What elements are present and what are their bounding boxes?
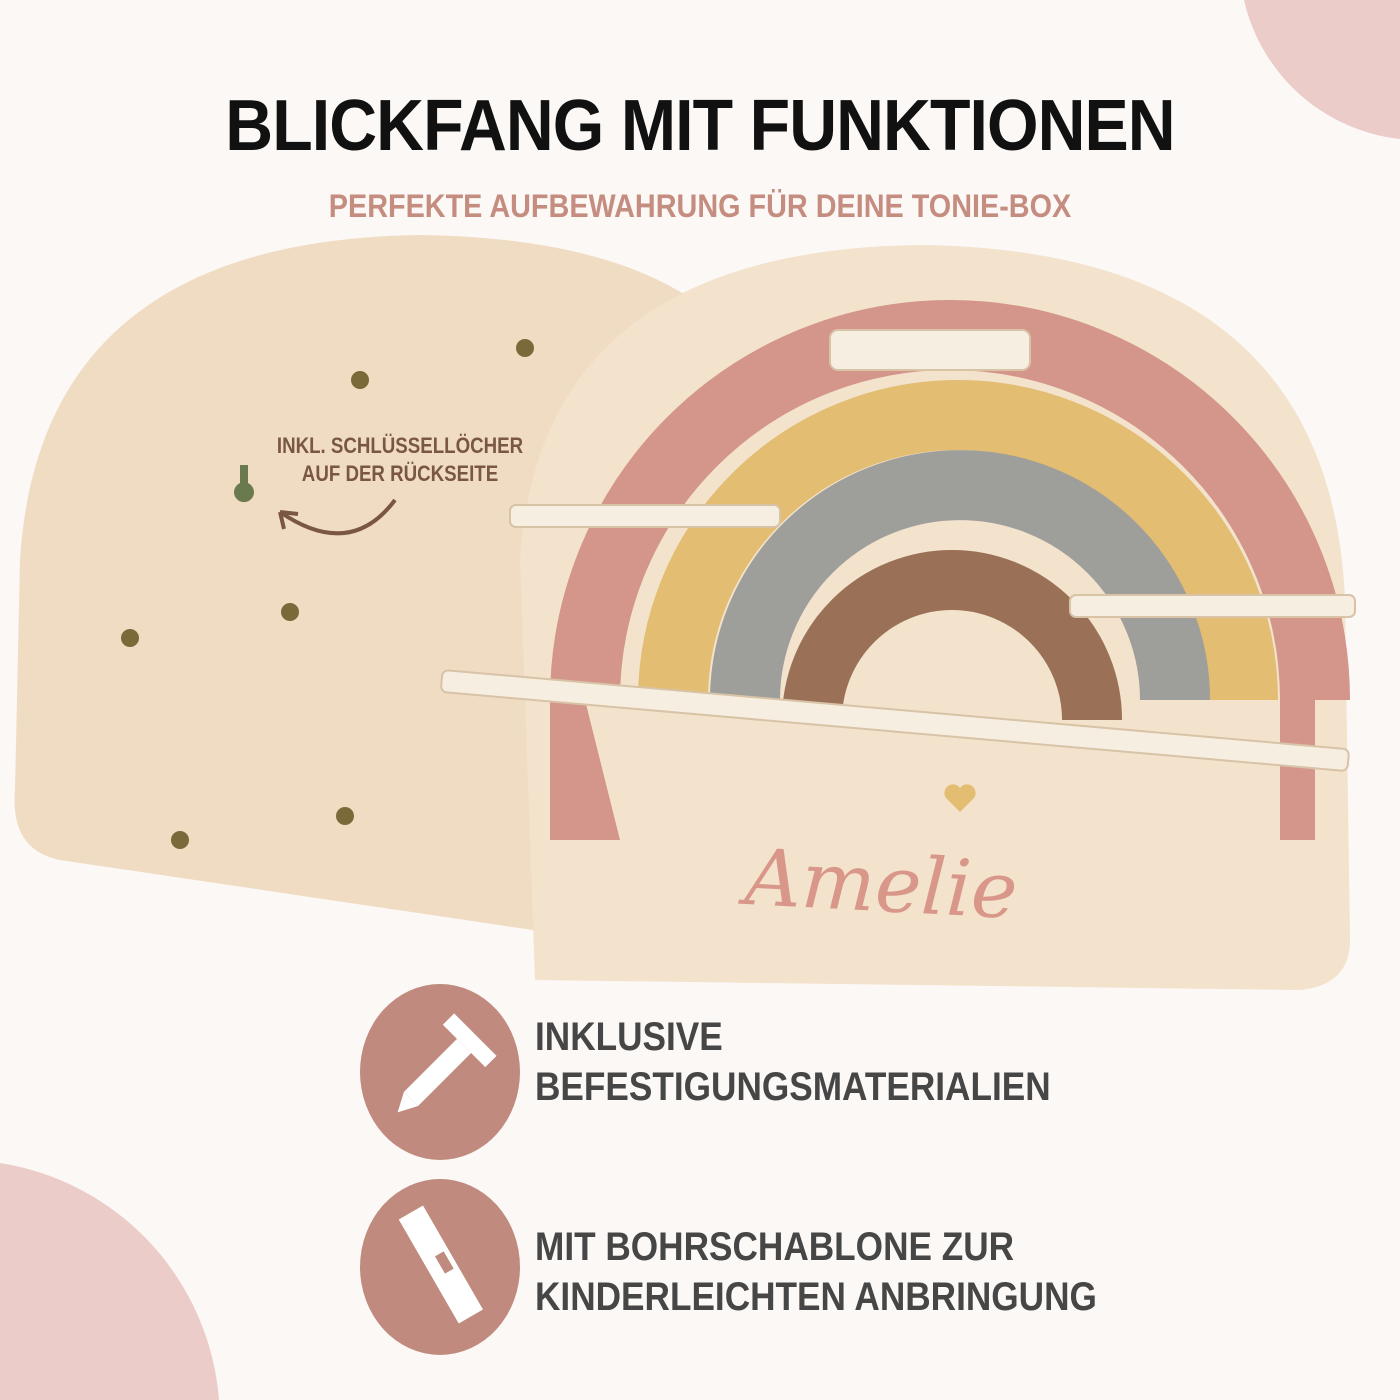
feature-text-2: MIT BOHRSCHABLONE ZUR KINDERLEICHTEN ANB… bbox=[535, 1222, 1097, 1322]
corner-circle-bottom-left bbox=[0, 1163, 219, 1400]
note-line-1: INKL. SCHLÜSSELLÖCHER bbox=[276, 433, 524, 458]
personalized-name: Amelie bbox=[742, 832, 1020, 938]
keyhole-icon bbox=[234, 465, 254, 503]
note-line-2: AUF DER RÜCKSEITE bbox=[301, 461, 499, 486]
feature-2-line-2: KINDERLEICHTEN ANBRINGUNG bbox=[535, 1275, 1097, 1319]
feature-1-line-2: BEFESTIGUNGSMATERIALIEN bbox=[535, 1065, 1051, 1109]
spirit-level-icon bbox=[360, 1179, 520, 1355]
feature-item bbox=[355, 1175, 530, 1355]
page-title: BLICKFANG MIT FUNKTIONEN bbox=[225, 86, 1175, 166]
product-image bbox=[14, 235, 1356, 990]
shelves bbox=[440, 329, 1356, 772]
page-subtitle: PERFEKTE AUFBEWAHRUNG FÜR DEINE TONIE-BO… bbox=[328, 188, 1072, 224]
corner-circle-top-right bbox=[1244, 0, 1400, 139]
keyhole-note: INKL. SCHLÜSSELLÖCHER AUF DER RÜCKSEITE bbox=[273, 432, 528, 488]
arrow-icon bbox=[278, 498, 397, 536]
heart-icon bbox=[944, 784, 976, 812]
feature-text-1: INKLUSIVE BEFESTIGUNGSMATERIALIEN bbox=[535, 1012, 1051, 1112]
front-board bbox=[440, 245, 1356, 990]
feature-1-line-1: INKLUSIVE bbox=[535, 1015, 723, 1059]
feature-2-line-1: MIT BOHRSCHABLONE ZUR bbox=[535, 1225, 1015, 1269]
screw-icon bbox=[360, 984, 520, 1160]
feature-item bbox=[355, 980, 530, 1160]
